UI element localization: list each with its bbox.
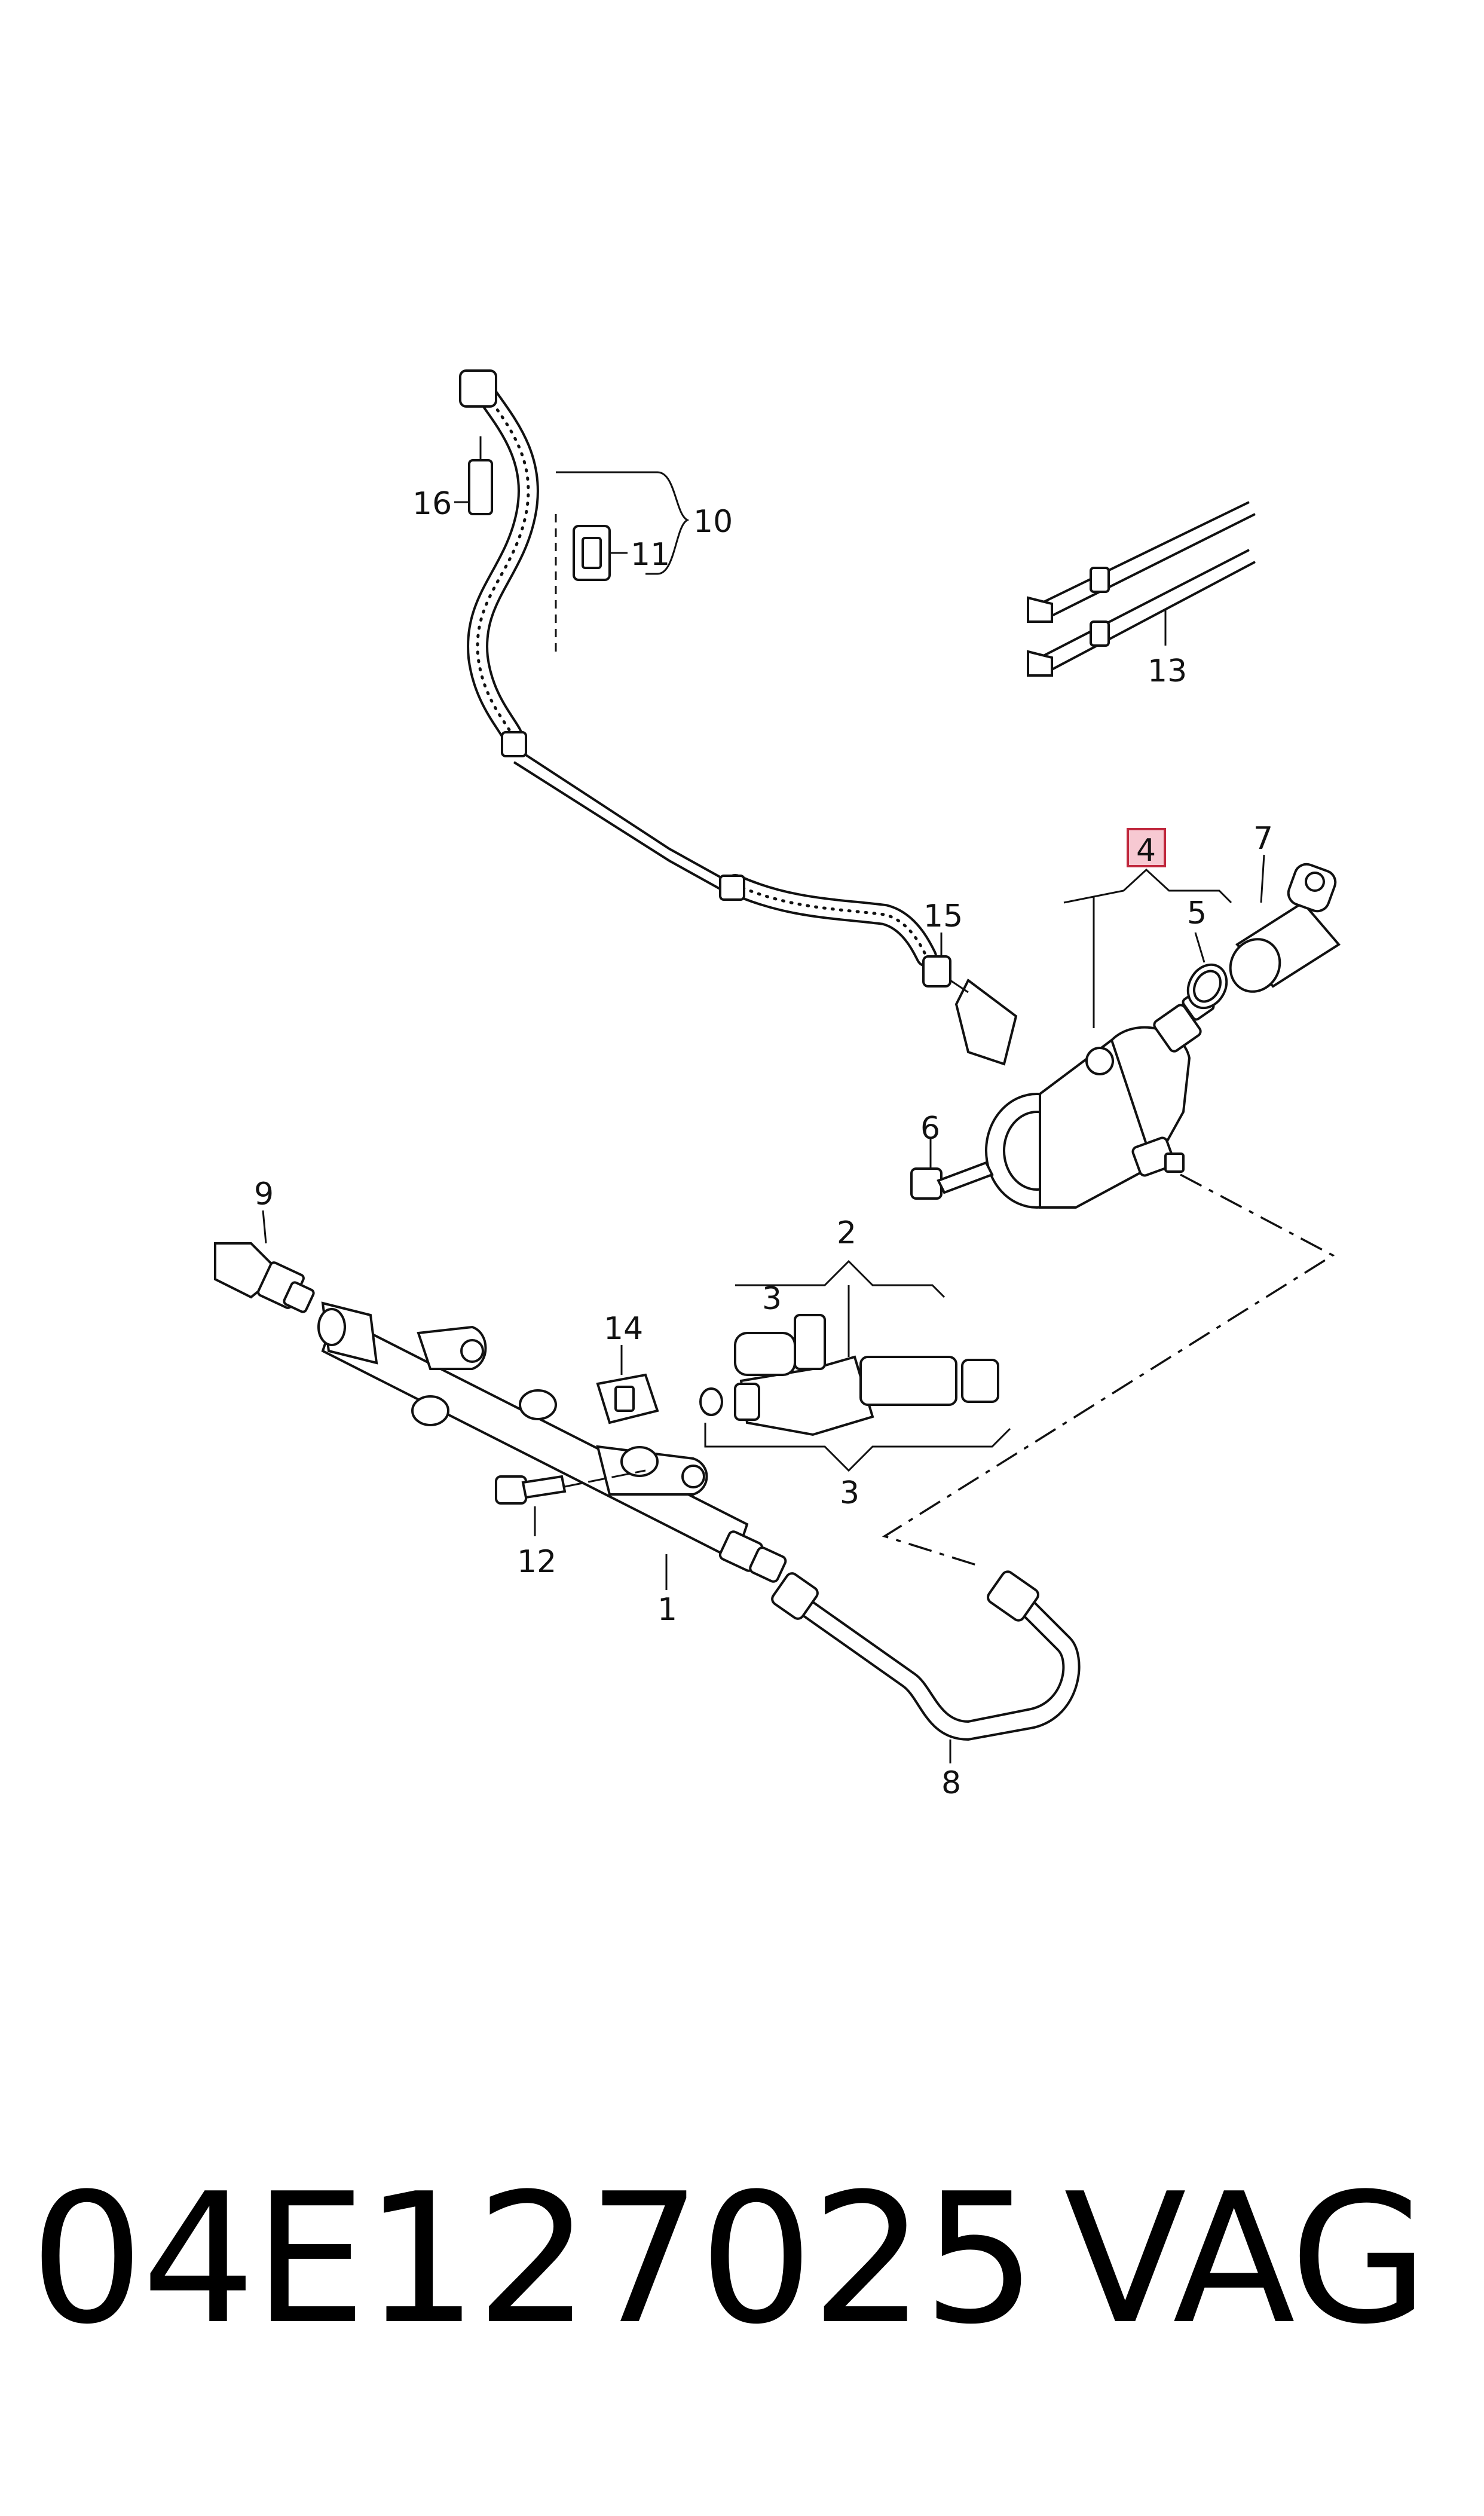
callout-2: 2	[837, 1215, 856, 1251]
part-16-connector	[454, 436, 493, 515]
callout-16: 16	[412, 486, 452, 522]
part-14-clip	[596, 1345, 659, 1424]
part-5-o-ring	[1186, 932, 1228, 1010]
part-1-fuel-rail	[317, 1301, 787, 1590]
part-2-injector	[704, 1259, 1011, 1472]
part-13-cable-ties	[1027, 501, 1256, 677]
part-number-label: 04E127025	[30, 2155, 1037, 2364]
part-4-high-pressure-fuel-pump	[950, 978, 1215, 1209]
part-3-seal	[699, 1387, 723, 1416]
bracket-part-4	[1063, 868, 1232, 904]
callout-5: 5	[1187, 895, 1207, 931]
callout-3-lower: 3	[840, 1475, 859, 1511]
callout-7: 7	[1253, 821, 1273, 857]
brand-label: VAG	[1064, 2155, 1428, 2364]
part-8-high-pressure-pipe	[771, 1570, 1081, 1763]
callout-12: 12	[517, 1544, 556, 1580]
callout-8: 8	[941, 1765, 961, 1801]
callout-11: 11	[631, 537, 670, 573]
callout-10: 10	[693, 504, 733, 540]
highlight-box-part-4	[1127, 828, 1166, 867]
callout-14: 14	[604, 1311, 643, 1347]
callout-9: 9	[254, 1176, 274, 1212]
part-7-roller-tappet	[1229, 854, 1341, 993]
part-9-pressure-sensor	[214, 1210, 315, 1313]
part-11-clip	[573, 525, 628, 581]
part-12-bolt	[495, 1469, 646, 1536]
callout-1: 1	[657, 1592, 677, 1628]
callout-13: 13	[1148, 653, 1187, 689]
callout-3-upper: 3	[762, 1281, 782, 1317]
callout-6: 6	[920, 1111, 940, 1147]
part-6-bolt	[910, 1139, 994, 1200]
callout-15: 15	[923, 898, 963, 934]
part-15-hose-clamp	[922, 933, 951, 988]
fuel-hose-assembly	[459, 369, 937, 967]
callout-4: 4	[1136, 833, 1156, 869]
